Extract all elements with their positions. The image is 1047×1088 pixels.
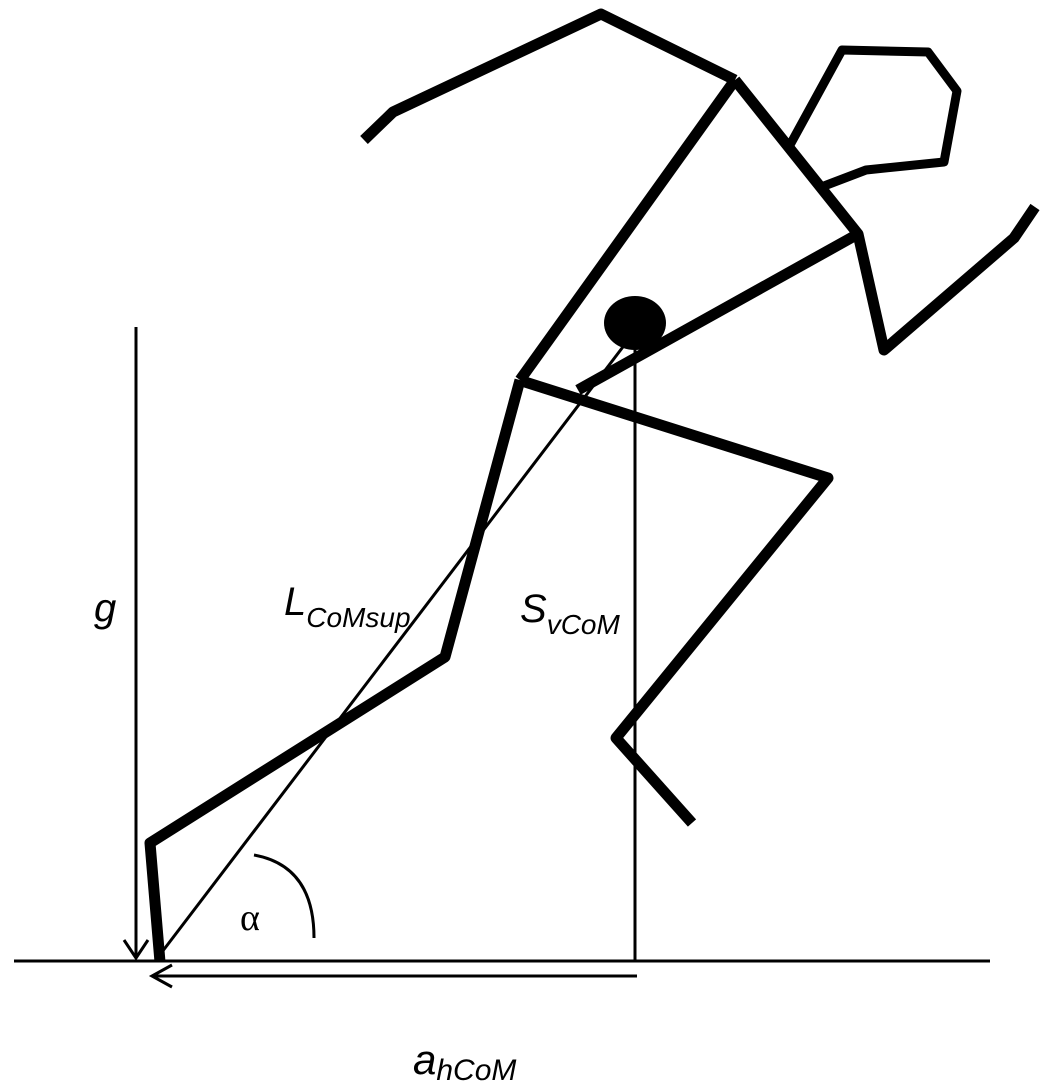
trunk-line bbox=[575, 229, 861, 395]
gravity-arrow bbox=[122, 327, 150, 961]
runner-figure bbox=[144, 8, 1040, 963]
vertical-displacement-label: SvCoM bbox=[520, 587, 620, 640]
swing-leg bbox=[523, 376, 834, 827]
angle-label: α bbox=[240, 897, 260, 939]
com-support-line bbox=[160, 334, 634, 953]
front-arm bbox=[730, 76, 1040, 356]
vertical-displacement-label-main: S bbox=[520, 587, 547, 631]
leg-length-label-sub: CoMsup bbox=[306, 602, 410, 633]
horizontal-acceleration-label-main: a bbox=[413, 1036, 436, 1083]
gravity-label: g bbox=[94, 586, 116, 630]
head bbox=[786, 45, 962, 191]
angle-arc bbox=[253, 853, 316, 939]
torso bbox=[515, 76, 740, 384]
horizontal-acceleration-label-sub: hCoM bbox=[436, 1054, 516, 1087]
vertical-displacement-label-sub: vCoM bbox=[547, 609, 621, 640]
leg-length-label: LCoMsup bbox=[284, 580, 411, 633]
center-of-mass-marker bbox=[604, 296, 666, 350]
stance-leg bbox=[144, 378, 526, 963]
leg-length-label-main: L bbox=[284, 580, 306, 624]
horizontal-acceleration-label: ahCoM bbox=[413, 1036, 516, 1087]
rear-arm bbox=[360, 8, 738, 144]
horizontal-acceleration-arrow bbox=[148, 963, 637, 989]
